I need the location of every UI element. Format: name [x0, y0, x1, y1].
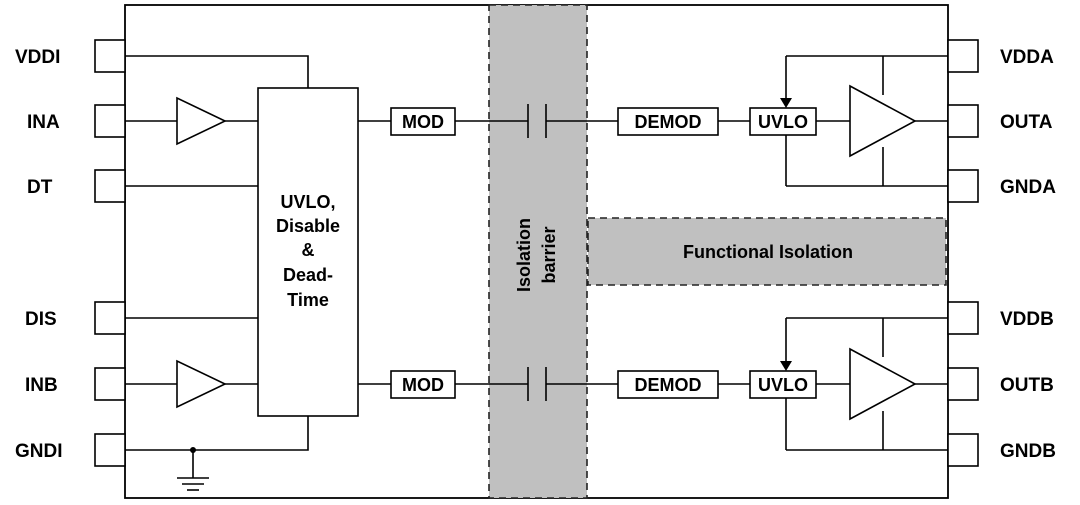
pin-label-dt: DT — [27, 177, 53, 198]
pin-label-ina: INA — [27, 112, 60, 133]
isolation-barrier-text: Isolation barrier — [514, 218, 559, 292]
isolation-barrier — [488, 4, 588, 499]
pin-label-vdda: VDDA — [1000, 47, 1054, 68]
pin-box-vddi — [94, 39, 126, 73]
pin-label-vddb: VDDB — [1000, 309, 1054, 330]
pin-box-inb — [94, 367, 126, 401]
demod-box-a — [617, 107, 719, 136]
logic-block-line-5: Time — [287, 290, 329, 310]
logic-block — [257, 87, 359, 417]
right-pins: VDDA OUTA GNDA VDDB OUTB GNDB — [947, 39, 1056, 467]
pin-label-outb: OUTB — [1000, 375, 1054, 396]
demod-label-b: DEMOD — [635, 375, 702, 395]
svg-text:Isolation: Isolation — [514, 218, 534, 292]
pin-box-gndi — [94, 433, 126, 467]
demod-box-b — [617, 370, 719, 399]
uvlo-box-b — [749, 370, 817, 399]
output-driver-a — [849, 84, 917, 158]
uvlo-label-b: UVLO — [758, 375, 808, 395]
pin-label-gndb: GNDB — [1000, 441, 1056, 462]
output-driver-b — [849, 347, 917, 421]
pin-box-outb — [947, 367, 979, 401]
pin-label-inb: INB — [25, 375, 58, 396]
logic-block-line-4: Dead- — [283, 265, 333, 285]
pin-box-gnda — [947, 169, 979, 203]
svg-text:barrier: barrier — [539, 226, 559, 283]
logic-block-line-1: UVLO, — [280, 192, 335, 212]
channel-b-output-wiring — [780, 317, 948, 451]
pin-label-outa: OUTA — [1000, 112, 1053, 133]
pin-box-ina — [94, 104, 126, 138]
logic-block-line-3: & — [302, 240, 315, 260]
pin-label-dis: DIS — [25, 309, 57, 330]
pin-label-gndi: GNDI — [15, 441, 63, 462]
isolation-capacitor-a — [455, 104, 618, 138]
logic-block-line-2: Disable — [276, 216, 340, 236]
pin-label-gnda: GNDA — [1000, 177, 1056, 198]
pin-label-vddi: VDDI — [15, 47, 60, 68]
input-buffer-a — [176, 96, 227, 146]
demod-label-a: DEMOD — [635, 112, 702, 132]
pin-box-dt — [94, 169, 126, 203]
pin-box-outa — [947, 104, 979, 138]
functional-isolation-band — [587, 217, 947, 286]
pin-box-vddb — [947, 301, 979, 335]
pin-box-gndb — [947, 433, 979, 467]
input-side-wiring — [125, 55, 309, 491]
pin-box-vdda — [947, 39, 979, 73]
functional-isolation-label: Functional Isolation — [683, 242, 853, 262]
mod-label-b: MOD — [402, 375, 444, 395]
uvlo-label-a: UVLO — [758, 112, 808, 132]
input-buffer-b — [176, 359, 227, 409]
left-pins: VDDI INA DT DIS INB GNDI — [15, 39, 126, 467]
uvlo-box-a — [749, 107, 817, 136]
pin-box-dis — [94, 301, 126, 335]
mod-label-a: MOD — [402, 112, 444, 132]
channel-a-output-wiring — [780, 55, 948, 187]
isolation-capacitor-b — [455, 367, 618, 401]
